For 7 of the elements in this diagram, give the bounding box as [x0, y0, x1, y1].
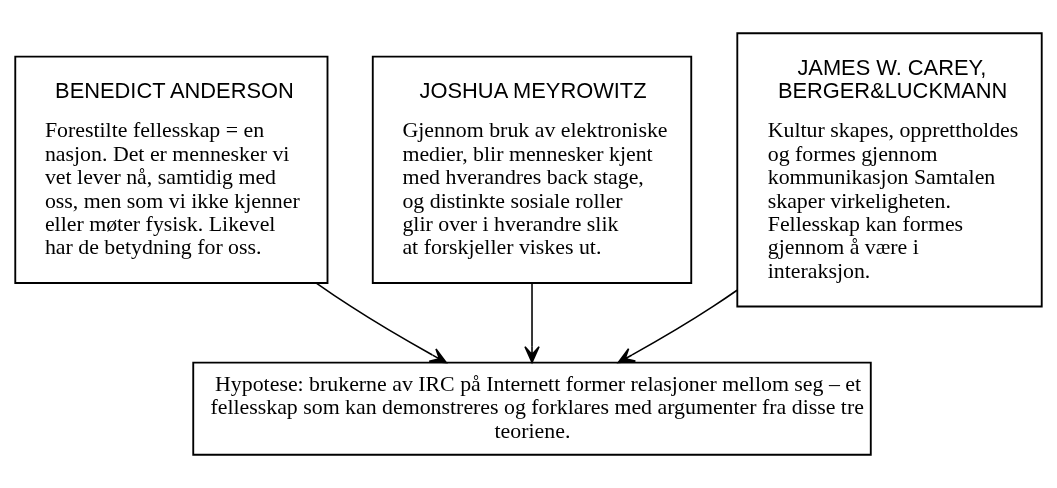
node-box: JAMES W. CAREY, BERGER&LUCKMANN Kultur skapes, opprettholdes og formes gjennom kommunikasjon Samtalen skaper virkeligheten. Fellesskap kan formes gjennom å være i interaksjon. — [736, 32, 1043, 308]
node-box: JOSHUA MEYROWITZ Gjennom bruk av elektroniske medier, blir mennesker kjent med hverandres back stage, og distinkte sosiale roller glir over i hverandre slik at forskjeller viskes ut. — [371, 55, 693, 284]
arrow — [617, 289, 738, 364]
arrow — [315, 282, 448, 364]
node-box: BENEDICT ANDERSON Forestilte fellesskap = en nasjon. Det er mennesker vi vet lever nå, samtidig med oss, men som vi ikke kjenner eller møter fysisk. Likevel har de betydning for oss. — [14, 55, 329, 284]
arrow — [524, 282, 540, 364]
node-box: Hypotese: brukerne av IRC på Internett former relasjoner mellom seg – et fellesskap som kan demonstreres og forklares med argumenter fra disse tre teoriene. — [192, 361, 872, 456]
